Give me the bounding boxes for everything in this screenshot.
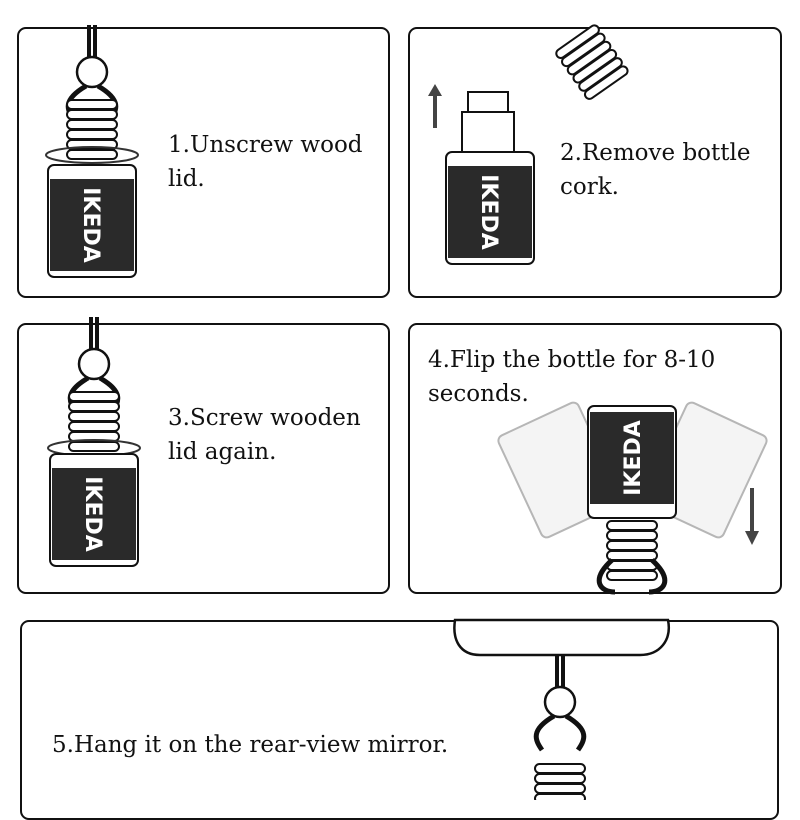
- bottle-flip-illustration: IKEDA: [497, 401, 768, 595]
- brand-logo: IKEDA: [78, 187, 103, 263]
- step-3-line-2: lid again.: [168, 439, 277, 465]
- bottle-hanging-illustration: [453, 618, 671, 800]
- illustrations: IKEDA IKEDA IKEDA IKEDA: [45, 0, 768, 800]
- step-2-line-1: 2.Remove bottle: [560, 140, 751, 166]
- step-1-line-2: lid.: [168, 166, 205, 192]
- step-1-line-1: 1.Unscrew wood: [168, 132, 363, 158]
- step-2-text: 2.Remove bottle cork.: [560, 136, 750, 204]
- bottle-unscrew-illustration: IKEDA: [45, 25, 139, 278]
- bottle-remove-cork-illustration: IKEDA: [428, 22, 631, 265]
- step-4-line-2: seconds.: [428, 381, 529, 407]
- brand-logo: IKEDA: [80, 476, 105, 552]
- step-4-text: 4.Flip the bottle for 8-10 seconds.: [428, 343, 715, 411]
- step-5-line-1: 5.Hang it on the rear-view mirror.: [52, 732, 449, 758]
- bottle-screw-lid-illustration: IKEDA: [47, 317, 141, 567]
- brand-logo: IKEDA: [476, 174, 501, 250]
- step-2-line-2: cork.: [560, 174, 619, 200]
- step-5-text: 5.Hang it on the rear-view mirror.: [52, 728, 448, 762]
- step-3-line-1: 3.Screw wooden: [168, 405, 361, 431]
- brand-logo: IKEDA: [621, 420, 646, 496]
- step-1-text: 1.Unscrew wood lid.: [168, 128, 363, 196]
- step-4-line-1: 4.Flip the bottle for 8-10: [428, 347, 716, 373]
- step-3-text: 3.Screw wooden lid again.: [168, 401, 361, 469]
